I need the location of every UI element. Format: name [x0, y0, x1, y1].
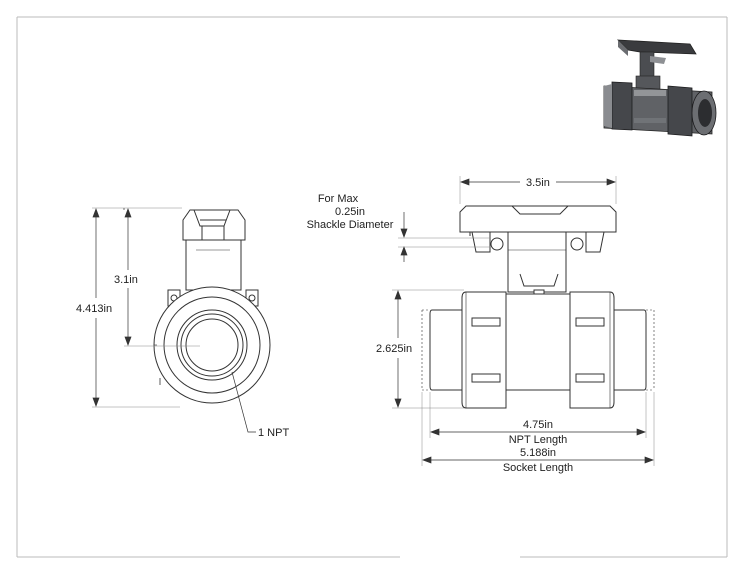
dim-npt-length-value: 4.75in: [523, 419, 553, 431]
front-view: [153, 209, 271, 404]
dim-handle-width: 3.5in: [526, 177, 550, 189]
label-shackle-line1: For Max: [318, 193, 359, 205]
dim-front-total-height: 4.413in: [76, 303, 112, 315]
valve-3d-render: [603, 39, 717, 137]
side-view: [421, 205, 655, 409]
side-view-dimensions: [392, 176, 655, 466]
dim-npt-length-label: NPT Length: [509, 434, 568, 446]
dim-socket-length-value: 5.188in: [520, 447, 556, 459]
front-view-dimensions: [92, 207, 256, 433]
dim-socket-length-label: Socket Length: [503, 462, 573, 474]
sheet-border: [16, 16, 728, 558]
label-shackle-line2: 0.25in: [335, 206, 365, 218]
dim-body-height: 2.625in: [376, 343, 412, 355]
dim-front-center-height: 3.1in: [114, 274, 138, 286]
label-npt-port: 1 NPT: [258, 427, 289, 439]
label-shackle-line3: Shackle Diameter: [307, 219, 394, 231]
